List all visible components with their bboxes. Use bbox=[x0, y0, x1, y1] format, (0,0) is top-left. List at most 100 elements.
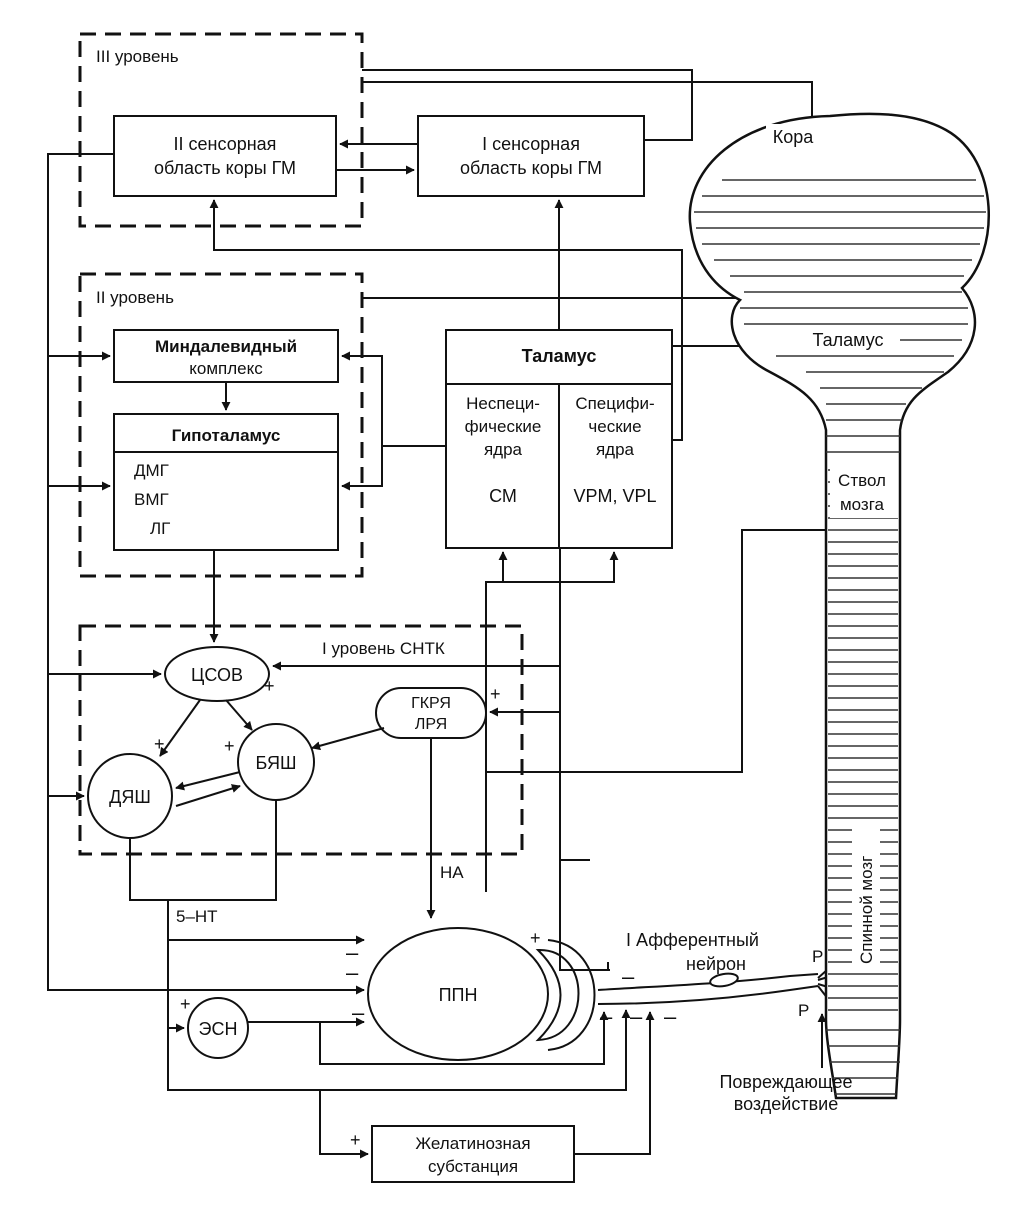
gkrya-line2: ЛРЯ bbox=[415, 716, 447, 733]
arrow-to-gelatinosa bbox=[319, 1090, 369, 1159]
esn-label: ЭСН bbox=[199, 1019, 238, 1039]
arrow-tssov-to-byash bbox=[225, 699, 253, 731]
arrow-tssov-to-dyash bbox=[159, 699, 201, 757]
hypothalamus-box bbox=[113, 413, 339, 551]
minus-sign-synapse-2: – bbox=[600, 1004, 613, 1029]
tssov-label: ЦСОВ bbox=[191, 665, 243, 685]
plus-sign-dyash: + bbox=[154, 734, 165, 754]
damage-label-line1: Повреждающее bbox=[719, 1072, 852, 1092]
hypothalamus-nucleus-dmg: ДМГ bbox=[134, 461, 169, 480]
line-level2-to-brain bbox=[362, 297, 745, 330]
line-to-brainstem bbox=[486, 529, 830, 773]
brainstem-label-line1: Ствол bbox=[838, 471, 886, 490]
level2-label: II уровень bbox=[96, 288, 174, 307]
arrow-ascending-to-specific bbox=[485, 551, 619, 892]
level3-label: III уровень bbox=[96, 47, 179, 66]
dyash-label: ДЯШ bbox=[109, 787, 151, 807]
byash-label: БЯШ bbox=[255, 753, 296, 773]
brain-cortex-label: Кора bbox=[773, 127, 815, 147]
thalamus-specific-line3: ядра bbox=[596, 440, 635, 459]
arrow-thalamus-to-hypothalamus bbox=[341, 446, 383, 491]
level3-frame bbox=[78, 32, 364, 228]
hypothalamus-nucleus-vmg: ВМГ bbox=[134, 490, 169, 509]
plus-sign-byash: + bbox=[224, 736, 235, 756]
thalamus-specific-line2: ческие bbox=[588, 417, 641, 436]
ppn-label: ППН bbox=[439, 985, 478, 1005]
secondary-sensory-line2: область коры ГМ bbox=[154, 158, 296, 178]
level1-label: I уровень СНТК bbox=[322, 639, 445, 658]
line-s1-to-cortex-top bbox=[362, 69, 693, 141]
damage-label-line2: воздействие bbox=[734, 1094, 838, 1114]
level2-frame bbox=[78, 272, 364, 578]
arrow-dyash-to-byash bbox=[175, 784, 241, 807]
thalamus-nonspecific-line1: Неспеци- bbox=[466, 394, 540, 413]
afferent-label-line1: I Афферентный bbox=[626, 930, 759, 950]
minus-sign-ppn-2: – bbox=[346, 960, 359, 985]
primary-sensory-cortex-box bbox=[417, 115, 645, 197]
thalamus-nonspecific-line2: фические bbox=[465, 417, 542, 436]
brain-thalamus-label: Таламус bbox=[812, 330, 883, 350]
arrow-gelatinosa-to-synapse bbox=[574, 1011, 655, 1155]
synapse-crescent bbox=[535, 948, 580, 1042]
secondary-sensory-cortex-box bbox=[113, 115, 337, 197]
synapse-terminal bbox=[547, 939, 596, 1051]
spinal-label-bg bbox=[852, 826, 880, 966]
arrow-thalamus-to-amygdala bbox=[341, 351, 446, 447]
amygdala-box bbox=[113, 329, 339, 383]
plus-sign-gkrya: + bbox=[490, 684, 501, 704]
serotonin-label: 5–НТ bbox=[176, 907, 218, 926]
plus-sign-synapse: + bbox=[530, 928, 541, 948]
arrow-gkrya-to-byash bbox=[311, 727, 385, 751]
afferent-axon-upper bbox=[597, 973, 819, 991]
plus-sign-tssov: + bbox=[264, 676, 275, 696]
plus-sign-esn: + bbox=[180, 994, 191, 1014]
line-ppn-to-thalamus bbox=[559, 548, 610, 971]
afferent-label-line2: нейрон bbox=[686, 954, 746, 974]
gkrya-line1: ГКРЯ bbox=[411, 695, 451, 712]
spinal-cord-hatching bbox=[828, 469, 898, 1011]
minus-sign-synapse-1: – bbox=[622, 964, 635, 989]
hypothalamus-title: Гипоталамус bbox=[172, 426, 281, 445]
afferent-axon-lower bbox=[597, 985, 819, 1005]
ppn-node bbox=[367, 927, 549, 1061]
brain-thalamus-label-bg bbox=[802, 326, 894, 352]
thalamus-nonspecific-abbr: СМ bbox=[489, 486, 517, 506]
afferent-soma bbox=[709, 972, 739, 988]
gelatinosa-line2: субстанция bbox=[428, 1157, 518, 1176]
amygdala-line1: Миндалевидный bbox=[155, 337, 297, 356]
minus-sign-ppn-1: – bbox=[346, 940, 359, 965]
brainstem-label-line2: мозга bbox=[840, 495, 885, 514]
line-na-branch bbox=[559, 818, 590, 861]
gelatinosa-line1: Желатинозная bbox=[415, 1134, 530, 1153]
arrow-byash-to-dyash bbox=[175, 771, 241, 791]
arrow-thalamus-to-s2 bbox=[209, 199, 683, 441]
line-raphe-junction bbox=[129, 800, 277, 901]
arrow-5ht-to-synapse bbox=[167, 1009, 631, 1091]
amygdala-line2: комплекс bbox=[189, 359, 263, 378]
hypothalamus-nucleus-lg: ЛГ bbox=[150, 519, 170, 538]
level1-frame bbox=[78, 624, 524, 856]
line-to-brain-cortex bbox=[362, 81, 813, 118]
thalamus-nonspecific-line3: ядра bbox=[484, 440, 523, 459]
primary-sensory-line1: I сенсорная bbox=[482, 134, 580, 154]
gelatinosa-box bbox=[371, 1125, 575, 1183]
brainstem-label-bg bbox=[830, 466, 898, 518]
esn-node bbox=[187, 997, 249, 1059]
brain-cortex-label-bg bbox=[766, 124, 820, 148]
na-label: НА bbox=[440, 863, 464, 882]
brain-outline bbox=[688, 112, 990, 1100]
minus-sign-ppn-3: – bbox=[352, 1000, 365, 1025]
spinal-cord-label: Спинной мозг bbox=[857, 856, 876, 964]
thalamus-specific-line1: Специфи- bbox=[575, 394, 654, 413]
secondary-sensory-line1: II сенсорная bbox=[174, 134, 277, 154]
minus-sign-synapse-4: – bbox=[664, 1004, 677, 1029]
receptor-label-upper: Р bbox=[812, 947, 823, 966]
thalamus-title: Таламус bbox=[522, 346, 597, 366]
receptor-label-lower: Р bbox=[798, 1001, 809, 1020]
thalamus-specific-abbr: VPM, VPL bbox=[573, 486, 656, 506]
line-cortex-descending-to-ppn bbox=[47, 153, 365, 995]
primary-sensory-line2: область коры ГМ bbox=[460, 158, 602, 178]
plus-sign-gelatinosa: + bbox=[350, 1130, 361, 1150]
arrow-esn-to-synapse bbox=[319, 1011, 609, 1065]
